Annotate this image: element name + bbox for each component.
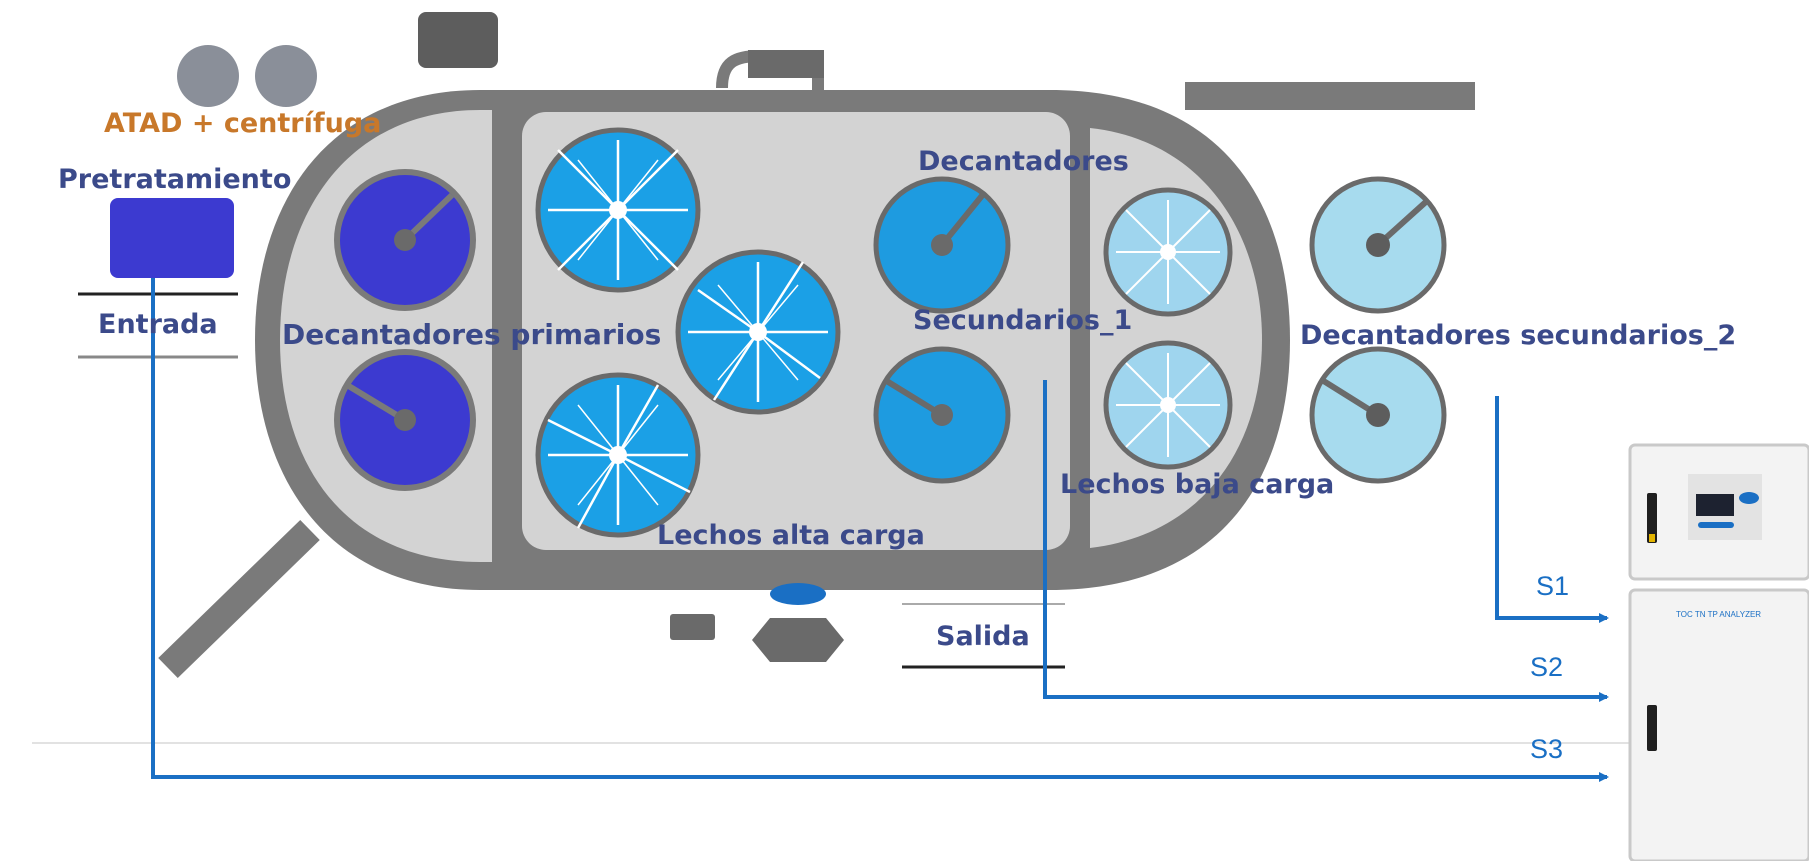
label-decantadores-secundarios-2: Decantadores secundarios_2 — [1300, 320, 1736, 351]
atad-tank-1 — [177, 45, 239, 107]
label-s2: S2 — [1530, 652, 1563, 682]
primary-clarifier-2 — [334, 349, 476, 491]
high-load-bed-1 — [535, 127, 701, 293]
atad-tank-2 — [255, 45, 317, 107]
label-pretratamiento: Pretratamiento — [58, 164, 291, 195]
analyzer-handle-top — [1647, 493, 1657, 543]
pretreatment-box — [110, 198, 234, 278]
atad-building — [418, 12, 498, 68]
primary-clarifier-1 — [334, 169, 476, 311]
secondary-1-clarifier-1 — [873, 176, 1011, 314]
label-lechos-baja-carga: Lechos baja carga — [1060, 469, 1334, 500]
high-load-bed-2 — [675, 249, 841, 415]
label-entrada: Entrada — [98, 309, 218, 340]
label-s3: S3 — [1530, 734, 1563, 764]
low-load-bed-2 — [1103, 340, 1233, 470]
analyzer-label: TOC TN TP ANALYZER — [1676, 610, 1761, 619]
outlet-hexagon — [752, 618, 844, 662]
sample-line-s3 — [151, 278, 1609, 782]
high-load-bed-3 — [535, 372, 701, 538]
label-atad: ATAD + centrífuga — [104, 108, 381, 139]
diagonal-pipe — [158, 519, 320, 679]
outlet-disc — [770, 583, 826, 605]
outlet-box — [670, 614, 715, 640]
secondary-2-clarifier-2 — [1309, 346, 1447, 484]
label-decantadores: Decantadores — [918, 146, 1129, 177]
secondary-2-clarifier-1 — [1309, 176, 1447, 314]
low-load-bed-1 — [1103, 187, 1233, 317]
right-top-pipe — [1185, 82, 1475, 110]
sample-line-s1 — [1495, 396, 1609, 623]
label-lechos-alta-carga: Lechos alta carga — [657, 520, 925, 551]
secondary-1-clarifier-2 — [873, 346, 1011, 484]
analyzer-screen — [1696, 494, 1734, 516]
analyzer-cabinet — [1628, 443, 1809, 861]
sample-line-s2 — [1043, 380, 1609, 702]
top-pipe-box — [748, 50, 824, 78]
analyzer-handle-bottom — [1647, 705, 1657, 751]
label-secundarios-1: Secundarios_1 — [913, 305, 1132, 336]
label-s1: S1 — [1536, 571, 1569, 601]
label-salida: Salida — [936, 621, 1030, 652]
label-decantadores-primarios: Decantadores primarios — [282, 318, 661, 351]
